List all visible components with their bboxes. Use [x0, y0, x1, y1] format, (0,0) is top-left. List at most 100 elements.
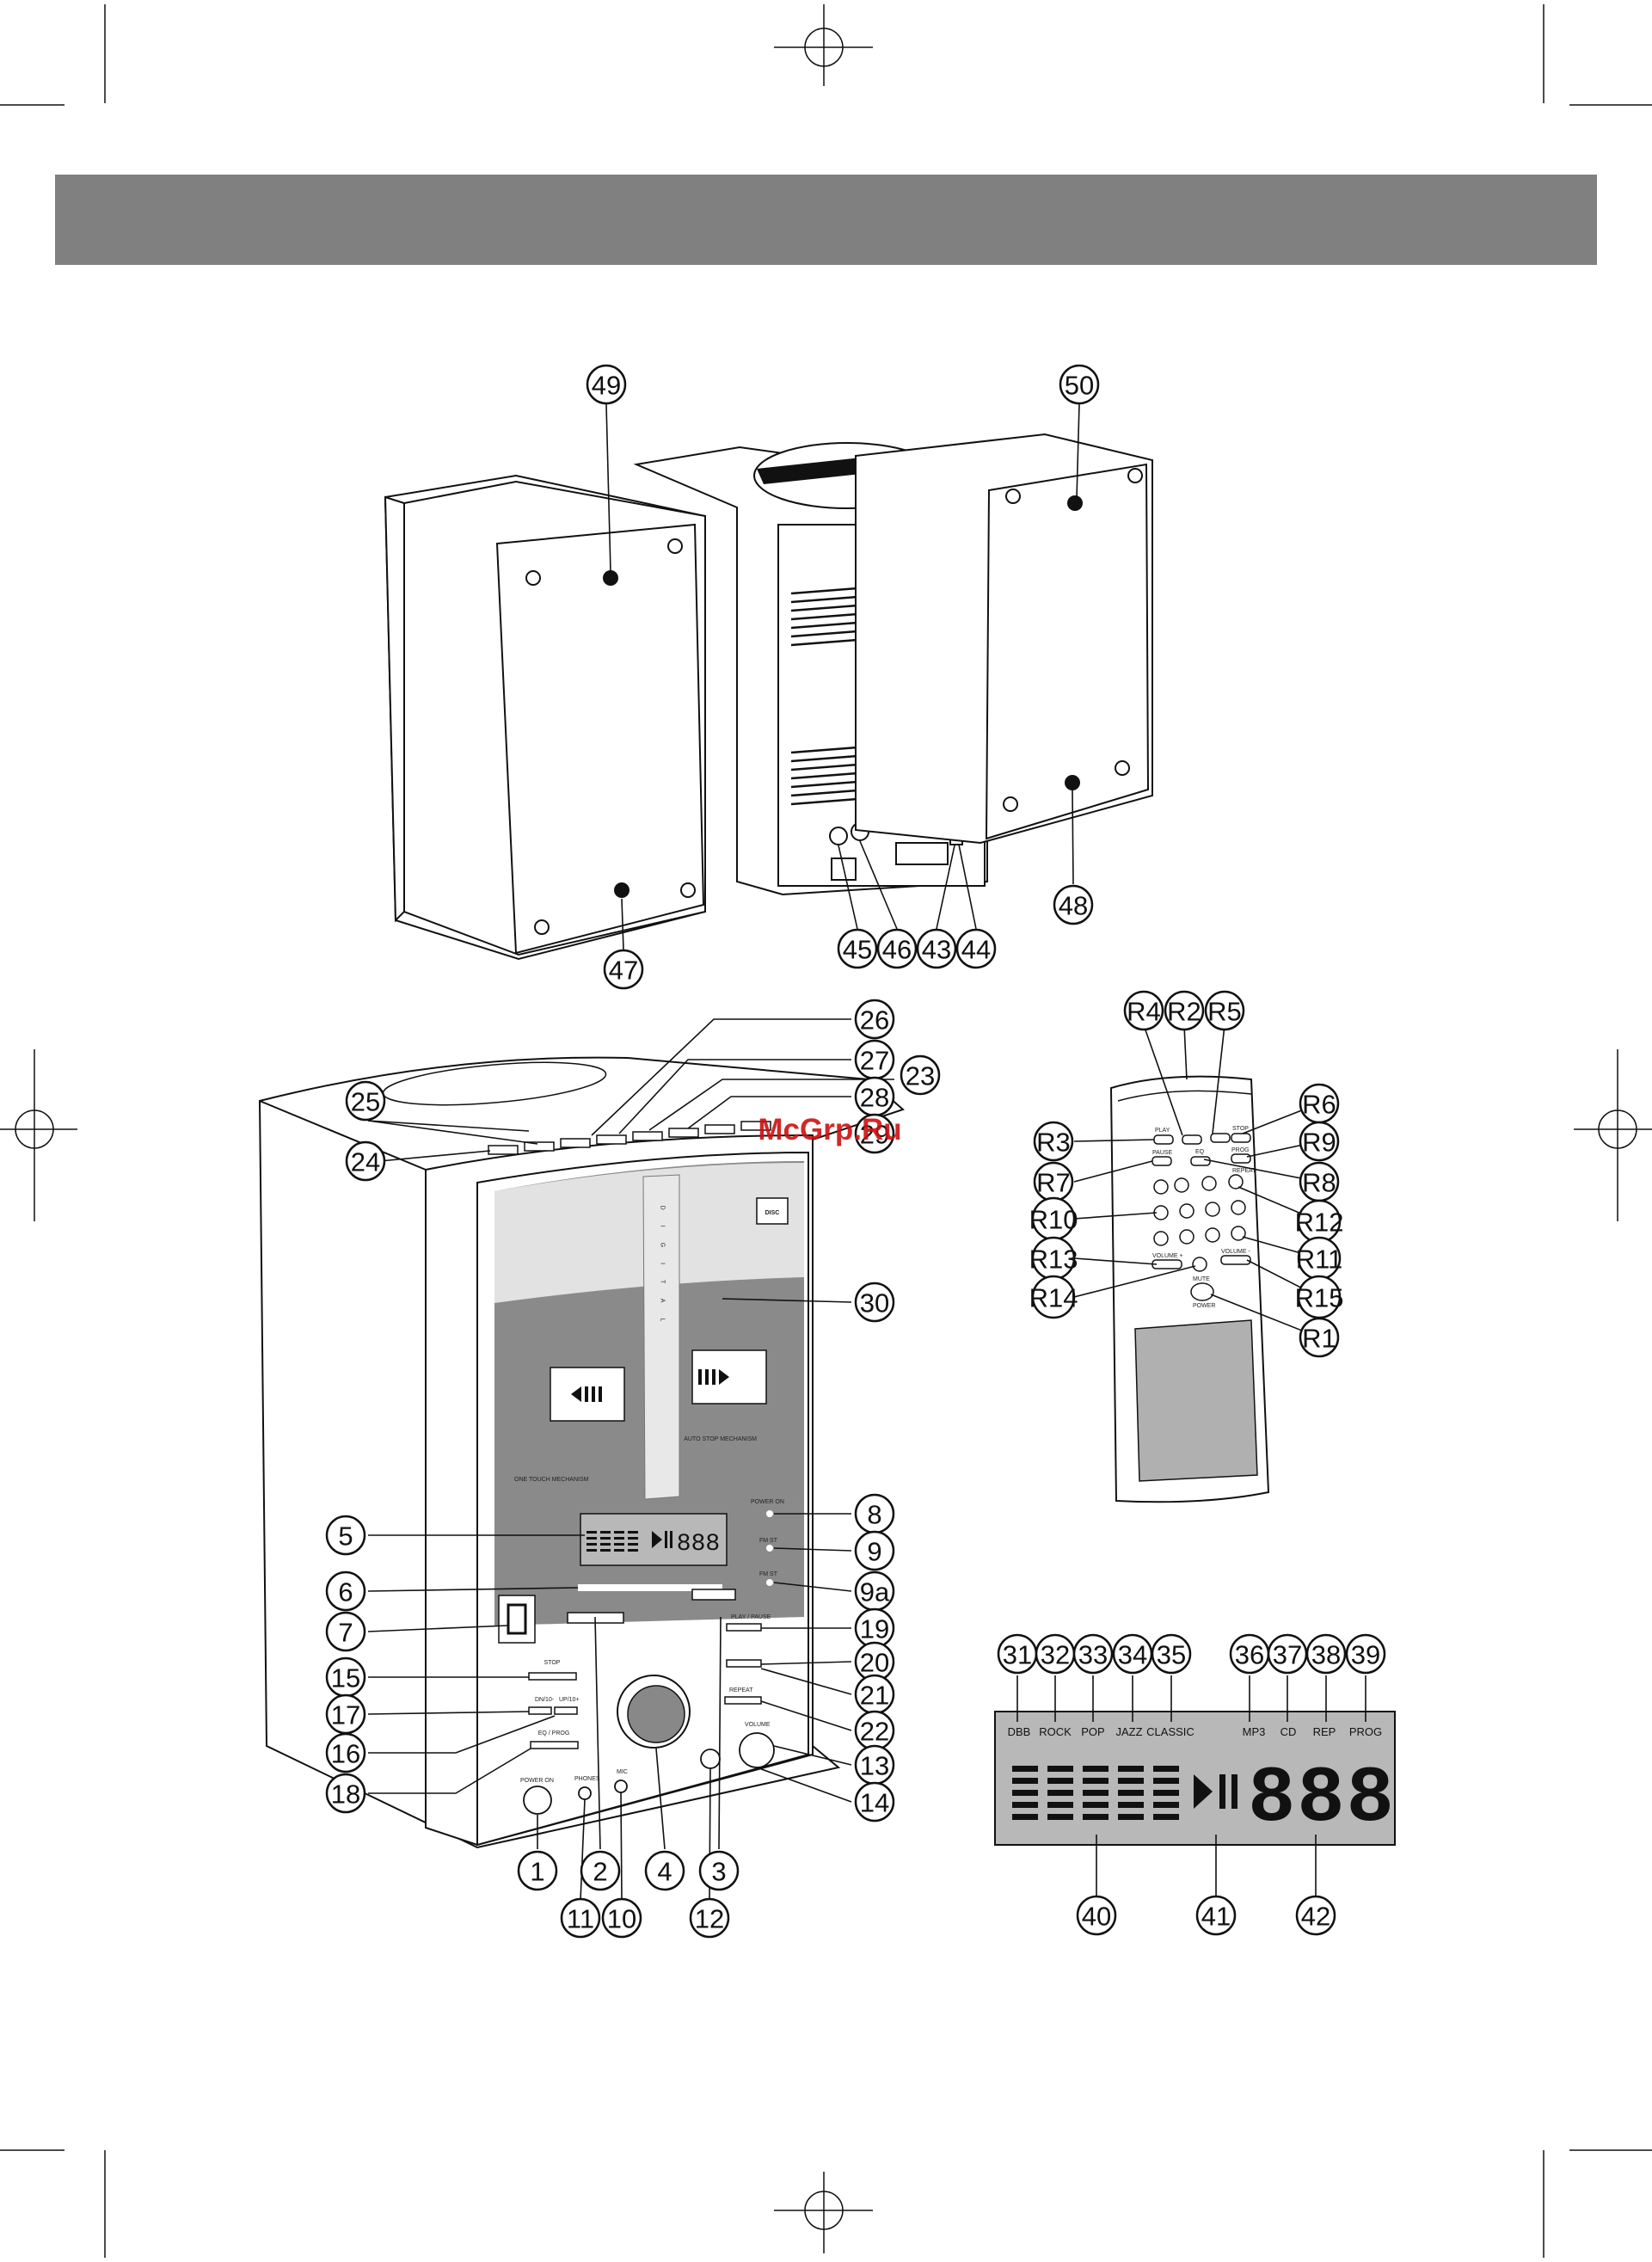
callout-label: R7	[1036, 1168, 1071, 1198]
callout-label: 18	[331, 1779, 360, 1810]
callout-label: 9	[867, 1537, 881, 1567]
lcd-label-mp3: MP3	[1243, 1725, 1266, 1738]
callout-50: 50	[1059, 364, 1100, 405]
callout-label: 50	[1065, 371, 1094, 401]
callout-label: R13	[1029, 1245, 1078, 1275]
callout-label: 7	[338, 1618, 353, 1648]
front-leaders	[360, 1018, 894, 1902]
callout-label: R5	[1207, 997, 1242, 1027]
callout-circle	[1305, 1633, 1347, 1675]
callout-4: 4	[644, 1850, 685, 1891]
callout-9a: 9a	[854, 1570, 895, 1612]
callout-10: 10	[601, 1897, 642, 1939]
callout-label: R15	[1295, 1283, 1344, 1313]
remote-play-label: PLAY	[1155, 1128, 1170, 1134]
callout-label: 36	[1235, 1640, 1264, 1670]
up10-label: UP/10+	[559, 1697, 580, 1703]
remote-pause-label: PAUSE	[1152, 1150, 1173, 1156]
callout-label: 47	[609, 956, 638, 986]
stop-label: STOP	[544, 1660, 561, 1666]
callout-label: R12	[1295, 1208, 1344, 1238]
callout-label: 19	[860, 1614, 889, 1644]
mic-label: MIC	[617, 1769, 628, 1775]
callout-label: 24	[351, 1147, 380, 1177]
callout-label: 25	[351, 1087, 380, 1117]
callout-19: 19	[854, 1607, 895, 1649]
callout-r1: R1	[1299, 1317, 1340, 1358]
callout-r3: R3	[1033, 1121, 1074, 1162]
remote-volume-plus-label: VOLUME +	[1152, 1253, 1183, 1259]
callout-circle	[1151, 1633, 1192, 1675]
fm-st-label: FM ST	[759, 1538, 778, 1544]
callout-1: 1	[517, 1850, 558, 1891]
callout-circle	[644, 1850, 685, 1891]
callout-circle	[325, 1515, 366, 1556]
callout-23: 23	[900, 1054, 941, 1096]
callout-circle	[1299, 1317, 1340, 1358]
callout-circle	[854, 1781, 895, 1823]
callout-46: 46	[876, 928, 918, 969]
one-touch-label: ONE TOUCH MECHANISM	[514, 1477, 589, 1483]
callout-r5: R5	[1204, 990, 1245, 1031]
callout-43: 43	[916, 928, 957, 969]
callout-label: 34	[1118, 1640, 1147, 1670]
callout-label: R6	[1302, 1090, 1336, 1120]
lcd-label-jazz: JAZZ	[1115, 1725, 1142, 1738]
callout-r9: R9	[1299, 1121, 1340, 1162]
callout-label: 26	[860, 1005, 889, 1036]
play-pause-label: PLAY / PAUSE	[731, 1614, 771, 1620]
callout-circle	[601, 1897, 642, 1939]
callout-39: 39	[1345, 1633, 1386, 1675]
repeat-label: REPEAT	[729, 1687, 753, 1693]
callout-circle	[586, 364, 627, 405]
callout-5: 5	[325, 1515, 366, 1556]
callout-label: 3	[711, 1857, 726, 1887]
callout-48: 48	[1053, 884, 1094, 925]
lcd-digits: 888	[1248, 1754, 1396, 1844]
callout-label: 38	[1311, 1640, 1341, 1670]
callout-label: 32	[1041, 1640, 1070, 1670]
callout-label: 27	[860, 1046, 889, 1076]
lcd-label-rep: REP	[1313, 1725, 1336, 1738]
back-leaders	[605, 403, 1080, 951]
right-speaker	[855, 433, 1153, 845]
lcd-label-classic: CLASSIC	[1146, 1725, 1194, 1738]
callout-label: 29	[860, 1120, 889, 1150]
callout-label: 21	[860, 1681, 889, 1711]
callout-7: 7	[325, 1611, 366, 1652]
callout-label: 30	[860, 1288, 889, 1318]
callout-label: 22	[860, 1717, 889, 1747]
callout-circle	[1123, 990, 1164, 1031]
callout-label: 37	[1273, 1640, 1302, 1670]
callout-label: 31	[1003, 1640, 1032, 1670]
callout-circle	[1031, 1275, 1076, 1319]
callout-25: 25	[345, 1080, 386, 1122]
callout-37: 37	[1267, 1633, 1308, 1675]
callout-41: 41	[1195, 1895, 1237, 1936]
callout-r12: R12	[1295, 1199, 1344, 1244]
callout-16: 16	[325, 1732, 366, 1773]
callout-circle	[325, 1570, 366, 1612]
callout-circle	[854, 1530, 895, 1571]
callout-circle	[325, 1611, 366, 1652]
callout-circle	[325, 1773, 366, 1814]
callout-label: 6	[338, 1577, 353, 1607]
callout-label: 49	[592, 371, 621, 401]
callout-label: 20	[860, 1648, 889, 1678]
callout-label: 33	[1078, 1640, 1108, 1670]
callout-label: 11	[567, 1904, 594, 1934]
callout-circle	[517, 1850, 558, 1891]
callout-label: 45	[843, 935, 872, 965]
callout-circle	[580, 1850, 621, 1891]
fm-st-label-2: FM ST	[759, 1571, 778, 1577]
callout-40: 40	[1076, 1895, 1117, 1936]
callout-17: 17	[325, 1693, 366, 1735]
eq-prog-label: EQ / PROG	[538, 1730, 570, 1736]
callout-15: 15	[325, 1657, 366, 1698]
lcd-label-prog: PROG	[1349, 1725, 1382, 1738]
callout-label: 5	[338, 1521, 353, 1552]
